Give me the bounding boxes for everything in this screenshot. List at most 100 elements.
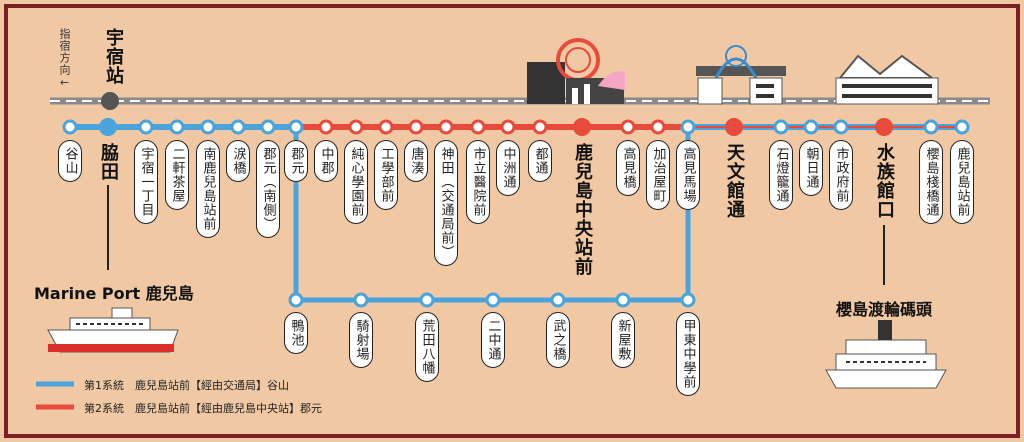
stop-marker-鹿兒島中央站前 — [573, 118, 591, 136]
stop-label-中郡[interactable]: 中郡 — [314, 140, 338, 182]
stop-label-工學部前[interactable]: 工學部前 — [374, 140, 398, 210]
ferry-right-icon — [825, 320, 947, 389]
stop-marker-中郡 — [318, 119, 334, 135]
stop-marker-郡元 — [288, 119, 304, 135]
stop-label-宇宿一丁目[interactable]: 宇宿一丁目 — [134, 140, 158, 224]
stop-marker-脇田 — [99, 118, 117, 136]
stop-label-二軒茶屋[interactable]: 二軒茶屋 — [165, 140, 189, 210]
stop-name: 中洲通 — [500, 147, 516, 189]
stop-name: 高見橋 — [620, 147, 636, 189]
ferry-left-icon — [47, 307, 179, 353]
jr-station-marker — [101, 92, 119, 110]
stop-label-二中通[interactable]: 二中通 — [481, 312, 505, 368]
stop-name: 朝日通 — [803, 147, 819, 189]
stop-marker-南鹿兒島站前 — [200, 119, 216, 135]
stop-marker-天文館通 — [725, 118, 743, 136]
stop-marker-鴨池 — [288, 292, 304, 308]
stop-label-郡元（南側）[interactable]: 郡元（南側） — [256, 140, 280, 238]
legend-label-2: 第2系統 鹿兒島站前【經由鹿兒島中央站】郡元 — [84, 402, 322, 415]
stop-label-甲東中學前[interactable]: 甲東中學前 — [676, 312, 700, 396]
stop-marker-唐湊 — [408, 119, 424, 135]
aquarium-building-icon — [835, 54, 939, 105]
stop-marker-騎射場 — [353, 292, 369, 308]
stop-label-市政府前[interactable]: 市政府前 — [829, 140, 853, 210]
stop-label-谷山[interactable]: 谷山 — [58, 140, 82, 182]
stop-name: 水族館口 — [874, 143, 895, 219]
stop-name: 都通 — [532, 147, 548, 175]
port-left-label: Marine Port 鹿兒島 — [34, 284, 194, 303]
stop-label-新屋敷[interactable]: 新屋敷 — [611, 312, 635, 368]
stop-name: 純心學園前 — [348, 147, 364, 217]
stop-name: 騎射場 — [353, 319, 369, 361]
stop-label-神田（交通局前）[interactable]: 神田（交通局前） — [434, 140, 458, 266]
stop-name: 宇宿一丁目 — [138, 147, 154, 217]
stop-name: 市立醫院前 — [470, 147, 486, 217]
stop-marker-二中通 — [485, 292, 501, 308]
stop-name: 中郡 — [318, 147, 334, 175]
stop-marker-谷山 — [62, 119, 78, 135]
stop-marker-市政府前 — [833, 119, 849, 135]
stop-label-鹿兒島站前[interactable]: 鹿兒島站前 — [950, 140, 974, 224]
stop-label-櫻島棧橋通[interactable]: 櫻島棧橋通 — [919, 140, 943, 224]
stop-label-南鹿兒島站前[interactable]: 南鹿兒島站前 — [196, 140, 220, 238]
stop-marker-中洲通 — [500, 119, 516, 135]
stop-marker-鹿兒島站前 — [954, 119, 970, 135]
stop-name: 郡元 — [288, 147, 304, 175]
stop-name: 高見馬場 — [680, 147, 696, 203]
stop-name: 鹿兒島中央站前 — [572, 143, 593, 276]
stop-marker-二軒茶屋 — [169, 119, 185, 135]
stop-label-荒田八幡[interactable]: 荒田八幡 — [415, 312, 439, 382]
stop-label-高見馬場[interactable]: 高見馬場 — [676, 140, 700, 210]
stop-label-脇田[interactable]: 脇田 — [95, 143, 121, 181]
stop-label-純心學園前[interactable]: 純心學園前 — [344, 140, 368, 224]
stop-marker-涙橋 — [230, 119, 246, 135]
stop-label-涙橋[interactable]: 涙橋 — [226, 140, 250, 182]
stop-marker-武之橋 — [550, 292, 566, 308]
direction-note: 指宿方向← — [58, 28, 71, 90]
stop-label-鴨池[interactable]: 鴨池 — [284, 312, 308, 354]
stop-label-都通[interactable]: 都通 — [528, 140, 552, 182]
stop-marker-神田（交通局前） — [438, 119, 454, 135]
stop-name: 鴨池 — [288, 319, 304, 347]
jr-station-name: 宇宿站 — [103, 28, 124, 85]
stop-label-騎射場[interactable]: 騎射場 — [349, 312, 373, 368]
stop-name: 櫻島棧橋通 — [923, 147, 939, 217]
stop-name: 荒田八幡 — [419, 319, 435, 375]
stop-label-天文館通[interactable]: 天文館通 — [721, 143, 747, 219]
stop-marker-朝日通 — [803, 119, 819, 135]
stop-marker-水族館口 — [875, 118, 893, 136]
stop-name: 涙橋 — [230, 147, 246, 175]
stop-label-唐湊[interactable]: 唐湊 — [404, 140, 428, 182]
stop-marker-市立醫院前 — [470, 119, 486, 135]
stop-name: 武之橋 — [550, 319, 566, 361]
stop-name: 二軒茶屋 — [169, 147, 185, 203]
stop-label-水族館口[interactable]: 水族館口 — [871, 143, 897, 219]
stop-marker-荒田八幡 — [419, 292, 435, 308]
stop-name: 郡元（南側） — [260, 147, 276, 231]
legend-label-1: 第1系統 鹿兒島站前【經由交通局】谷山 — [84, 379, 289, 392]
stop-name: 工學部前 — [378, 147, 394, 203]
stop-name: 南鹿兒島站前 — [200, 147, 216, 231]
stop-name: 唐湊 — [408, 147, 424, 175]
stop-label-郡元[interactable]: 郡元 — [284, 140, 308, 182]
chuo-station-landmark-icon — [527, 38, 625, 104]
stop-name: 脇田 — [98, 143, 119, 181]
port-right-label: 櫻島渡輪碼頭 — [836, 300, 933, 319]
stop-label-中洲通[interactable]: 中洲通 — [496, 140, 520, 196]
stop-label-武之橋[interactable]: 武之橋 — [546, 312, 570, 368]
stop-marker-工學部前 — [378, 119, 394, 135]
stop-label-市立醫院前[interactable]: 市立醫院前 — [466, 140, 490, 224]
stop-label-鹿兒島中央站前[interactable]: 鹿兒島中央站前 — [569, 143, 595, 276]
stop-label-石燈籠通[interactable]: 石燈籠通 — [769, 140, 793, 210]
stop-name: 加治屋町 — [650, 147, 666, 203]
stop-marker-高見橋 — [620, 119, 636, 135]
map-frame — [4, 4, 1020, 438]
stop-marker-加治屋町 — [650, 119, 666, 135]
stop-label-朝日通[interactable]: 朝日通 — [799, 140, 823, 196]
stop-name: 甲東中學前 — [680, 319, 696, 389]
stop-marker-純心學園前 — [348, 119, 364, 135]
stop-label-加治屋町[interactable]: 加治屋町 — [646, 140, 670, 210]
stop-name: 二中通 — [485, 319, 501, 361]
stop-label-高見橋[interactable]: 高見橋 — [616, 140, 640, 196]
